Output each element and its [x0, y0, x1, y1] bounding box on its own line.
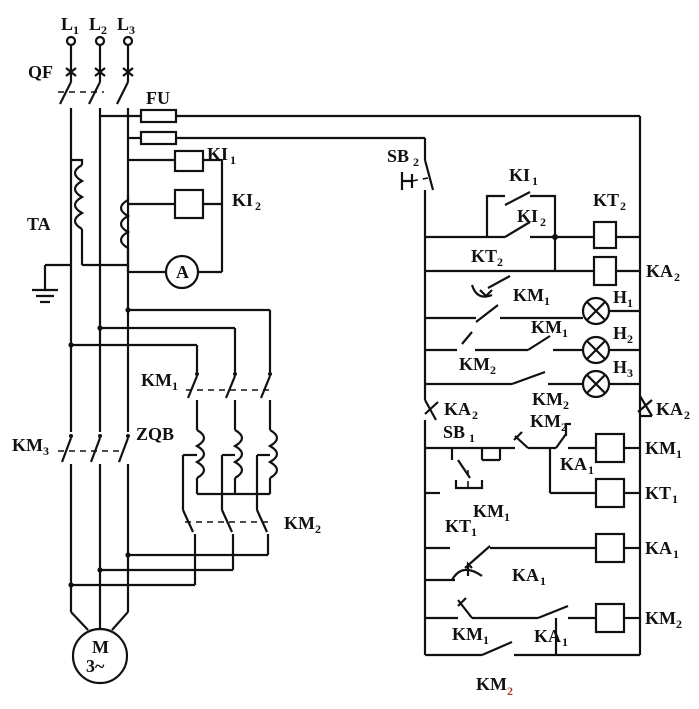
label-l1-sub: 1 — [73, 23, 79, 37]
label-km2-ctl-d-sub: 2 — [507, 684, 513, 698]
label-km2-ctl-d: KM — [476, 674, 507, 694]
label-motor: M — [92, 637, 109, 657]
label-fu: FU — [146, 88, 170, 108]
label-l1: L — [61, 14, 73, 34]
label-ka1-ctl-a: KA — [560, 454, 587, 474]
label-sb2-sub: 2 — [413, 155, 419, 169]
label-ka2-coil: KA — [646, 261, 673, 281]
label-km2-coil-sub: 2 — [676, 617, 682, 631]
label-km1-ctl-a-sub: 1 — [544, 294, 550, 308]
label-ka2-coil-sub: 2 — [674, 270, 680, 284]
label-ka2-right: KA — [656, 399, 683, 419]
label-kt1-ctl-sub: 1 — [471, 525, 477, 539]
label-ka1-coil-sub: 1 — [673, 547, 679, 561]
label-km2-ctl-a-sub: 2 — [490, 363, 496, 377]
label-ki1-sub: 1 — [230, 153, 236, 167]
label-km3: KM — [12, 435, 43, 455]
label-km2-main: KM — [284, 513, 315, 533]
label-ka1-ctl-b: KA — [512, 565, 539, 585]
label-km2-ctl-c: KM — [530, 411, 561, 431]
label-ki1-ctl-sub: 1 — [532, 174, 538, 188]
label-ka1-coil: KA — [645, 538, 672, 558]
label-ka2-right-sub: 2 — [684, 408, 690, 422]
label-l2: L — [89, 14, 101, 34]
label-km2-main-sub: 2 — [315, 522, 321, 536]
label-ka1-ctl-b-sub: 1 — [540, 574, 546, 588]
label-h3: H — [613, 357, 627, 377]
label-km1-ctl-b-sub: 1 — [562, 326, 568, 340]
label-h3-sub: 3 — [627, 366, 633, 380]
label-km1-main-sub: 1 — [172, 379, 178, 393]
label-km2-ctl-c-sub: 2 — [561, 420, 567, 434]
label-ki2-ctl: KI — [517, 206, 538, 226]
label-ki2: KI — [232, 190, 253, 210]
label-h2: H — [613, 323, 627, 343]
label-km1-ctl-a: KM — [513, 285, 544, 305]
labels: L 1 L 2 L 3 QF FU KI 1 KI 2 TA A KM 1 ZQ… — [12, 14, 690, 698]
label-kt2-coil-sub: 2 — [620, 199, 626, 213]
label-km1-ctl-d: KM — [452, 624, 483, 644]
label-kt2-ctl-sub: 2 — [497, 255, 503, 269]
label-sb1: SB — [443, 422, 465, 442]
label-km1-coil: KM — [645, 438, 676, 458]
label-ka1-ctl-c: KA — [534, 626, 561, 646]
label-ki2-ctl-sub: 2 — [540, 215, 546, 229]
label-l3: L — [117, 14, 129, 34]
label-km1-ctl-b: KM — [531, 317, 562, 337]
label-km1-coil-sub: 1 — [676, 447, 682, 461]
label-sb1-sub: 1 — [469, 431, 475, 445]
label-km2-ctl-a: KM — [459, 354, 490, 374]
label-kt2-coil: KT — [593, 190, 619, 210]
label-ka1-ctl-a-sub: 1 — [588, 463, 594, 477]
label-ammeter: A — [176, 262, 189, 282]
label-kt1-coil-sub: 1 — [672, 492, 678, 506]
label-kt1-coil: KT — [645, 483, 671, 503]
label-km1-main: KM — [141, 370, 172, 390]
label-kt1-ctl: KT — [445, 516, 471, 536]
label-km3-sub: 3 — [43, 444, 49, 458]
label-motor-phase: 3~ — [86, 656, 105, 676]
label-km1-ctl-c: KM — [473, 501, 504, 521]
label-ka1-ctl-c-sub: 1 — [562, 635, 568, 649]
label-qf: QF — [28, 62, 53, 82]
label-ki1-ctl: KI — [509, 165, 530, 185]
label-km2-ctl-b-sub: 2 — [563, 398, 569, 412]
label-ki2-sub: 2 — [255, 199, 261, 213]
label-km1-ctl-d-sub: 1 — [483, 633, 489, 647]
label-l3-sub: 3 — [129, 23, 135, 37]
label-ki1: KI — [207, 144, 228, 164]
label-l2-sub: 2 — [101, 23, 107, 37]
control-circuit — [400, 138, 653, 657]
label-ta: TA — [27, 214, 51, 234]
label-sb2: SB — [387, 146, 409, 166]
label-h1: H — [613, 287, 627, 307]
label-kt2-ctl: KT — [471, 246, 497, 266]
label-h2-sub: 2 — [627, 332, 633, 346]
label-zqb: ZQB — [136, 424, 174, 444]
label-km2-ctl-b: KM — [532, 389, 563, 409]
label-km2-coil: KM — [645, 608, 676, 628]
label-km1-ctl-c-sub: 1 — [504, 510, 510, 524]
label-ka2-left: KA — [444, 399, 471, 419]
label-h1-sub: 1 — [627, 296, 633, 310]
label-ka2-left-sub: 2 — [472, 408, 478, 422]
power-circuit — [32, 35, 642, 685]
